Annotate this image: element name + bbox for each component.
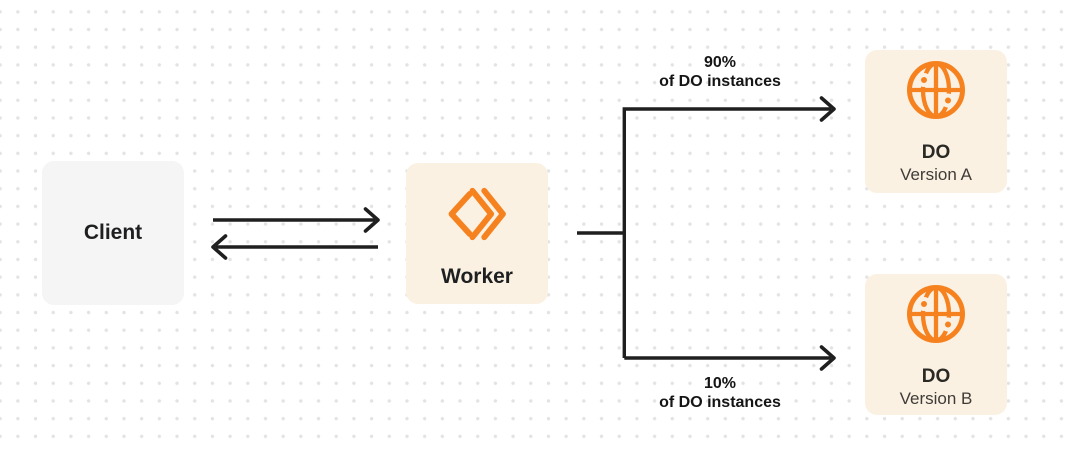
worker-node: Worker: [406, 163, 548, 304]
branch-a-line: [622, 107, 831, 358]
arrow-client-to-worker-head: [363, 207, 380, 233]
do-b-subtitle: Version B: [899, 389, 973, 408]
branch-b-head: [819, 345, 836, 371]
do-a-subtitle: Version A: [900, 165, 972, 184]
client-node: Client: [42, 161, 184, 305]
branch-b-caption: of DO instances: [659, 394, 781, 411]
do-version-a-node: DO Version A: [865, 50, 1007, 193]
do-b-title: DO: [921, 366, 951, 387]
globe-icon: [907, 285, 965, 343]
globe-icon: [907, 61, 965, 119]
worker-label: Worker: [441, 265, 513, 288]
branch-b-percent: 10%: [703, 375, 737, 392]
branch-a-head: [819, 96, 836, 122]
branch-b-label: 10% of DO instances: [600, 374, 840, 412]
arrow-worker-to-client-head: [211, 234, 228, 260]
workers-logo-icon: [448, 187, 506, 241]
branch-a-percent: 90%: [703, 54, 737, 71]
branch-a-label: 90% of DO instances: [600, 53, 840, 91]
do-version-b-node: DO Version B: [865, 274, 1007, 415]
client-label: Client: [83, 221, 143, 244]
branch-a-caption: of DO instances: [659, 73, 781, 90]
do-a-title: DO: [921, 142, 951, 163]
